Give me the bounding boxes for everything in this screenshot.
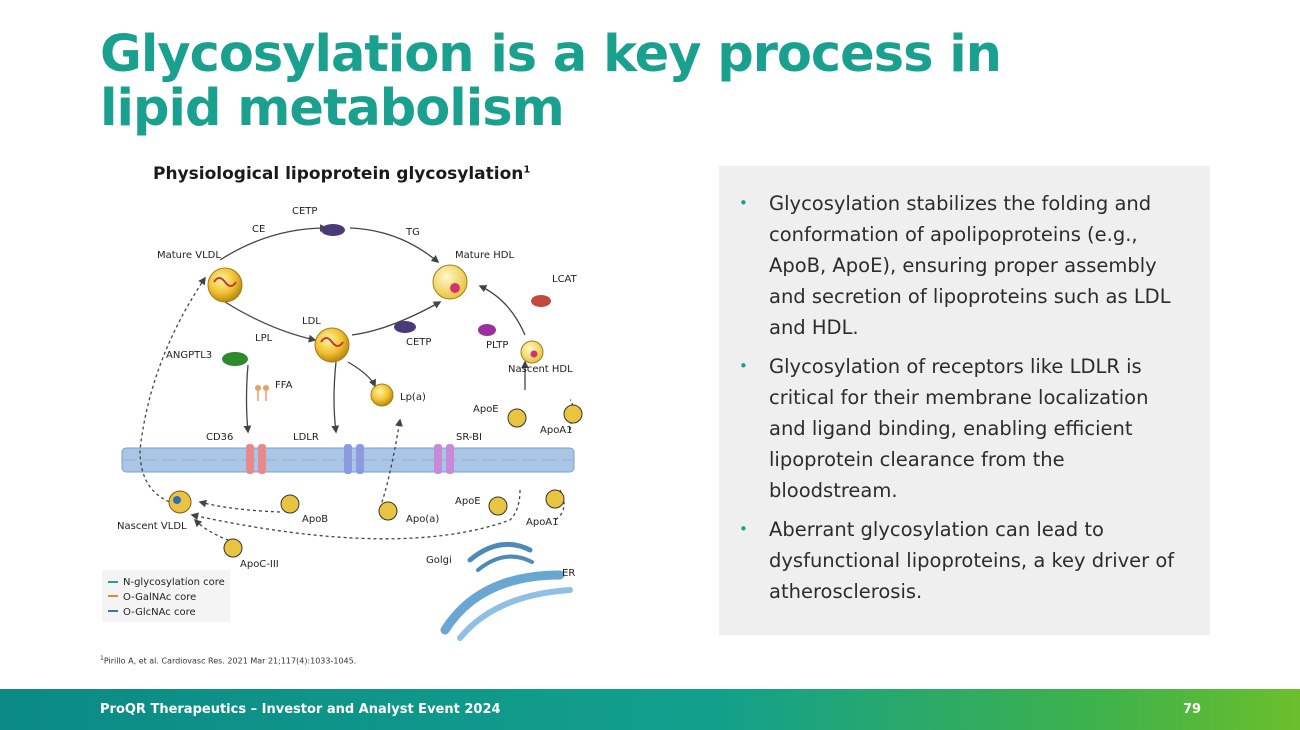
legend-item-o-galnac: O-GalNAc core (123, 592, 196, 603)
apoa1-bottom-protein (545, 489, 565, 509)
legend-item-n-glycosylation: N-glycosylation core (123, 577, 225, 588)
page-number: 79 (1183, 702, 1202, 717)
bullet-item: • Aberrant glycosylation can lead to dysf… (739, 514, 1190, 607)
label-ldl: LDL (302, 316, 321, 327)
lipoprotein-glycosylation-diagram: CETP CE TG Mature VLDL Mature HDL LCAT L… (102, 206, 583, 641)
label-er: ER (562, 568, 575, 579)
label-lcat: LCAT (552, 274, 578, 285)
label-lpa: Lp(a) (400, 392, 426, 403)
label-ffa: FFA (275, 380, 293, 391)
bullet-item: • Glycosylation stabilizes the folding an… (739, 188, 1190, 343)
label-apoc3: ApoC-III (240, 559, 279, 570)
legend-glycan-icons (108, 581, 118, 612)
cd36-receptor (246, 444, 266, 474)
label-apoa1-top: ApoA1 (540, 425, 573, 436)
apob-protein (280, 494, 300, 514)
cetp-mid-protein (394, 321, 416, 333)
label-apoe-top: ApoE (473, 404, 499, 415)
apoc3-protein (223, 538, 243, 558)
bullet-dot-icon: • (739, 520, 748, 538)
bullet-dot-icon: • (739, 357, 748, 375)
nascent-vldl-particle (168, 490, 192, 514)
lpa-particle (370, 383, 394, 407)
label-nascent-hdl: Nascent HDL (508, 364, 573, 375)
footnote: 1Pirillo A, et al. Cardiovasc Res. 2021 … (100, 655, 356, 666)
bullet-text: Glycosylation stabilizes the folding and… (769, 192, 1171, 339)
bullet-panel: • Glycosylation stabilizes the folding an… (719, 166, 1210, 635)
nascent-hdl-particle (520, 340, 544, 364)
lcat-protein (531, 295, 551, 307)
label-apob: ApoB (302, 514, 328, 525)
label-pltp: PLTP (486, 340, 508, 351)
golgi-er-organelles (440, 541, 573, 641)
ldl-particle (314, 327, 350, 363)
label-tg: TG (405, 227, 420, 238)
legend-box (102, 570, 230, 622)
label-cetp-top: CETP (292, 206, 317, 217)
footnote-sup: 1 (100, 655, 104, 662)
label-nascent-vldl: Nascent VLDL (117, 521, 187, 532)
diagram-heading: Physiological lipoprotein glycosylation1 (153, 164, 530, 184)
bullet-text: Aberrant glycosylation can lead to dysfu… (769, 518, 1175, 603)
cetp-top-protein (321, 224, 345, 236)
slide-title: Glycosylation is a key process in lipid … (100, 25, 1002, 138)
footnote-text: Pirillo A, et al. Cardiovasc Res. 2021 M… (103, 656, 357, 666)
label-cd36: CD36 (206, 432, 233, 443)
label-apoe-bottom: ApoE (455, 496, 481, 507)
legend-item-o-glcnac: O-GlcNAc core (123, 607, 196, 618)
bullet-dot-icon: • (739, 194, 748, 212)
label-srbi: SR-BI (456, 432, 482, 443)
apoa1-top-protein (563, 404, 583, 424)
apoe-top-protein (507, 408, 527, 428)
bullet-text: Glycosylation of receptors like LDLR is … (769, 355, 1149, 502)
label-mature-vldl: Mature VLDL (157, 250, 221, 261)
diagram-heading-text: Physiological lipoprotein glycosylation (153, 164, 524, 184)
label-ce: CE (252, 224, 265, 235)
angptl3-protein (222, 352, 248, 366)
mature-hdl-particle (432, 264, 468, 300)
diagram-heading-sup: 1 (523, 164, 531, 176)
mature-vldl-particle (207, 267, 243, 303)
bullet-item: • Glycosylation of receptors like LDLR is… (739, 351, 1190, 506)
label-apoa: Apo(a) (406, 514, 439, 525)
label-lpl: LPL (255, 333, 273, 344)
apoa-protein (378, 501, 398, 521)
apoe-bottom-protein (488, 496, 508, 516)
label-angptl3: ANGPTL3 (166, 350, 212, 361)
ffa-molecules (255, 385, 269, 401)
diagram-labels: CETP CE TG Mature VLDL Mature HDL LCAT L… (117, 206, 578, 618)
srbi-receptor (434, 444, 454, 474)
pltp-protein (478, 324, 496, 336)
footer-text: ProQR Therapeutics – Investor and Analys… (100, 702, 501, 717)
bullet-list: • Glycosylation stabilizes the folding an… (719, 166, 1210, 607)
ldlr-receptor (344, 444, 364, 474)
label-golgi: Golgi (426, 555, 452, 566)
footer-bar: ProQR Therapeutics – Investor and Analys… (0, 689, 1300, 730)
pathway-arrows (139, 224, 574, 545)
label-mature-hdl: Mature HDL (455, 250, 514, 261)
label-apoa1-bottom: ApoA1 (526, 517, 559, 528)
label-ldlr: LDLR (293, 432, 319, 443)
label-cetp-mid: CETP (406, 337, 431, 348)
